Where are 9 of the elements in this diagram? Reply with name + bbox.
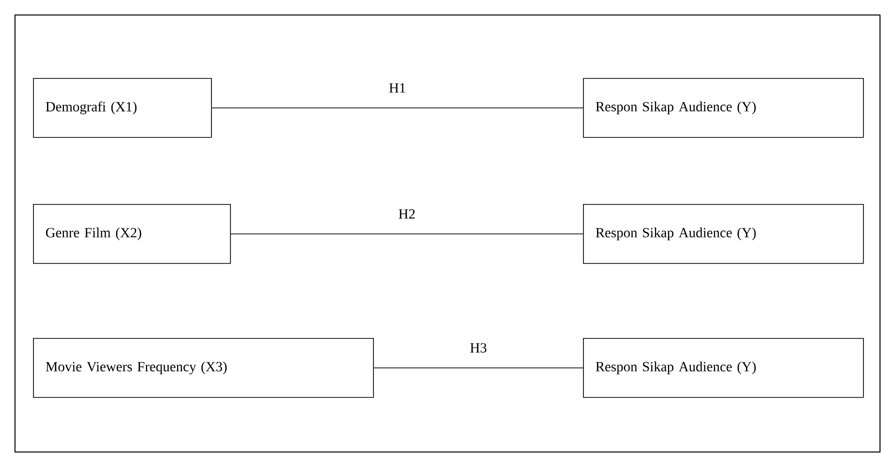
variable-box: Respon Sikap Audience (Y) <box>583 204 864 264</box>
variable-box: Genre Film (X2) <box>33 204 231 264</box>
variable-box: Movie Viewers Frequency (X3) <box>33 338 374 398</box>
edge-label: H2 <box>397 208 416 220</box>
edge-label: H1 <box>388 82 407 94</box>
edge-label: H3 <box>468 342 488 354</box>
variable-box: Respon Sikap Audience (Y) <box>583 78 864 138</box>
variable-box: Respon Sikap Audience (Y) <box>583 338 864 398</box>
variable-box: Demografi (X1) <box>33 78 212 138</box>
